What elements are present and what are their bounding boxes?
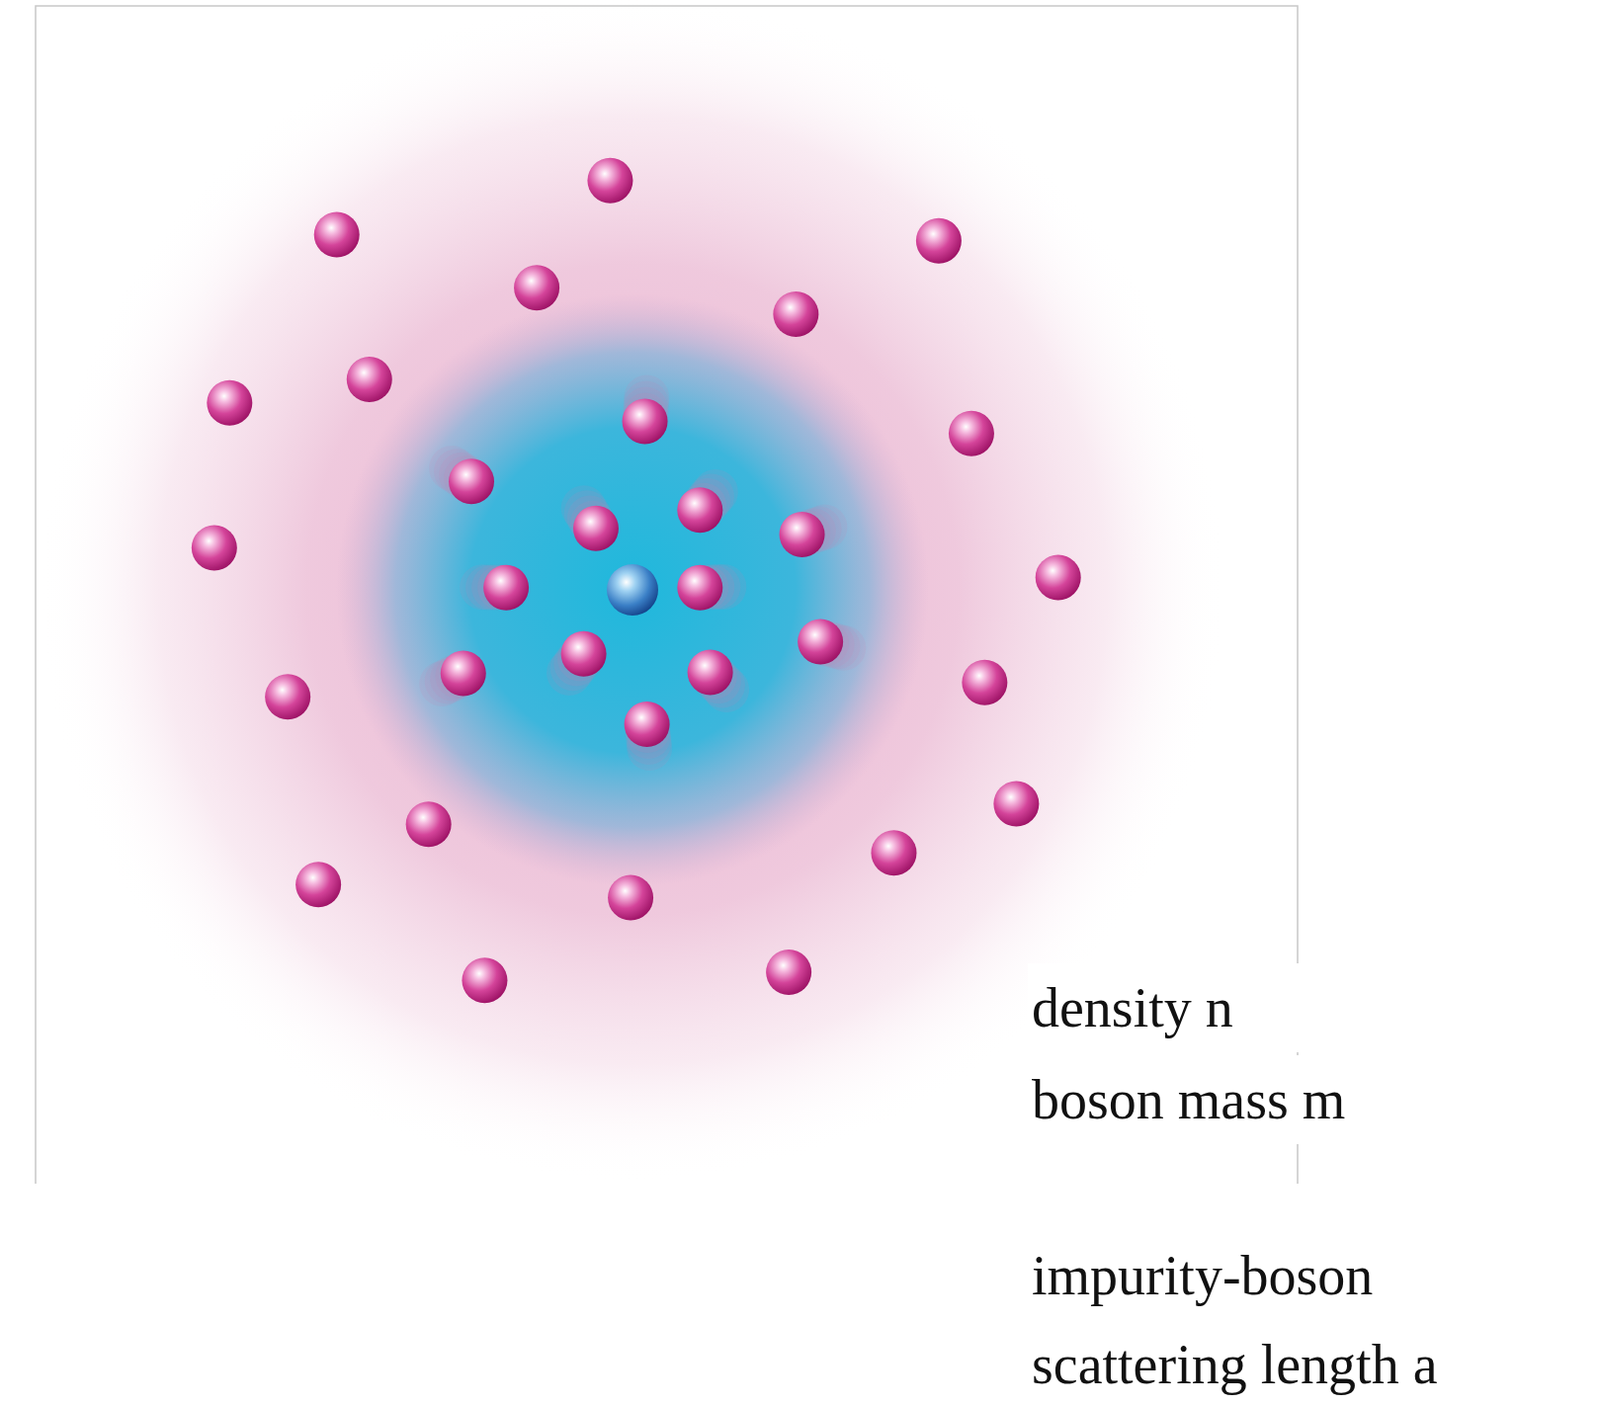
boson — [993, 781, 1039, 828]
boson — [624, 701, 671, 748]
boson — [483, 565, 529, 611]
boson — [765, 949, 812, 996]
boson — [948, 411, 995, 457]
boson — [346, 356, 393, 403]
boson — [607, 875, 654, 922]
boson-group — [191, 158, 1082, 1004]
boson — [461, 957, 507, 1004]
parameter-label: density n — [1027, 963, 1590, 1053]
boson — [916, 218, 962, 264]
boson — [687, 649, 734, 695]
boson — [676, 487, 723, 533]
boson — [676, 565, 723, 611]
boson — [206, 380, 253, 426]
boson — [406, 801, 452, 847]
boson — [191, 524, 238, 571]
boson — [772, 291, 819, 337]
parameter-label: boson mass m — [1027, 1055, 1590, 1145]
boson — [513, 264, 560, 311]
boson — [573, 505, 619, 552]
parameter-label: impurity-boson scattering length a — [1027, 1231, 1590, 1405]
boson — [1035, 554, 1082, 600]
boson — [870, 830, 917, 876]
impurity — [606, 564, 659, 616]
boson — [587, 158, 633, 204]
boson — [448, 458, 495, 505]
boson — [961, 660, 1008, 706]
boson — [264, 673, 311, 720]
boson — [314, 211, 360, 257]
boson — [779, 511, 826, 558]
boson — [797, 618, 843, 665]
boson — [440, 650, 487, 696]
boson — [561, 631, 607, 677]
boson — [295, 861, 341, 908]
dressing-cloud — [336, 293, 929, 887]
boson — [622, 398, 669, 444]
